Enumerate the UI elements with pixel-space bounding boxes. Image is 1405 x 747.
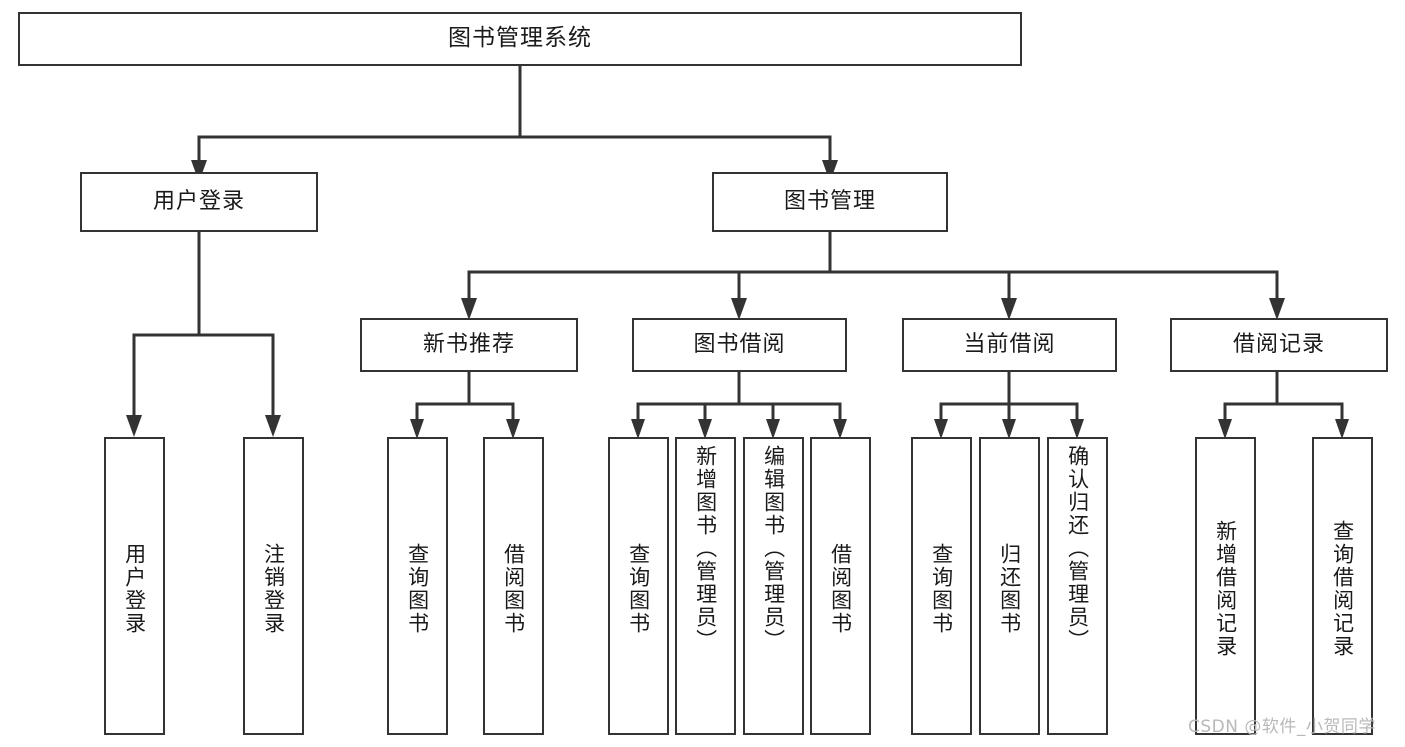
leaf-label: 查询图书 [405,543,430,635]
leaf-label: 用户登录 [122,543,147,635]
leaf-query-book-borrow[interactable]: 查询图书 [608,437,669,735]
leaf-add-borrow-record[interactable]: 新增借阅记录 [1195,437,1256,735]
leaf-edit-book-admin[interactable]: 编辑图书（管理员） [743,437,804,735]
arrow-to-borrow-record [1269,298,1285,320]
leaf-query-borrow-record[interactable]: 查询借阅记录 [1312,437,1373,735]
leaf-query-book-newbook[interactable]: 查询图书 [387,437,448,735]
node-label: 借阅记录 [1232,331,1325,357]
node-borrow-record[interactable]: 借阅记录 [1170,318,1388,372]
arrow-currentborrow-leaf-2 [1002,419,1016,439]
leaf-user-login[interactable]: 用户登录 [104,437,165,735]
arrow-borrowrecord-leaf-2 [1335,419,1349,439]
node-book-borrow[interactable]: 图书借阅 [632,318,847,372]
arrow-to-new-book [461,298,477,320]
arrow-bookborrow-leaf-3 [766,419,780,439]
arrow-to-leaf-logout [265,415,281,437]
leaf-confirm-return-admin[interactable]: 确认归还（管理员） [1047,437,1108,735]
leaf-label: 查询借阅记录 [1330,520,1355,658]
watermark-text: CSDN @软件_小贺同学 [1188,717,1376,737]
node-new-book-recommend[interactable]: 新书推荐 [360,318,578,372]
node-label: 图书借阅 [693,331,786,357]
leaf-label: 借阅图书 [828,543,853,635]
leaf-return-book[interactable]: 归还图书 [979,437,1040,735]
leaf-label: 编辑图书（管理员） [761,445,786,652]
leaf-logout[interactable]: 注销登录 [243,437,304,735]
leaf-label: 新增图书（管理员） [693,445,718,652]
leaf-borrow-book-newbook[interactable]: 借阅图书 [483,437,544,735]
arrow-bookborrow-leaf-1 [631,419,645,439]
node-label: 新书推荐 [422,331,515,357]
arrow-currentborrow-leaf-3 [1070,419,1084,439]
node-current-borrow[interactable]: 当前借阅 [902,318,1117,372]
node-root-system[interactable]: 图书管理系统 [18,12,1022,66]
arrow-to-book-borrow [731,298,747,320]
arrow-borrowrecord-leaf-1 [1218,419,1232,439]
leaf-label: 借阅图书 [501,543,526,635]
leaf-borrow-book[interactable]: 借阅图书 [810,437,871,735]
leaf-label: 确认归还（管理员） [1065,445,1090,652]
node-user-login[interactable]: 用户登录 [80,172,318,232]
node-label: 当前借阅 [963,331,1056,357]
leaf-label: 查询图书 [626,543,651,635]
node-book-management[interactable]: 图书管理 [712,172,948,232]
leaf-label: 注销登录 [261,543,286,635]
arrow-to-current-borrow [1001,298,1017,320]
arrow-to-leaf-user-login [126,415,142,437]
leaf-label: 归还图书 [997,543,1022,635]
arrow-newbook-leaf-2 [506,419,520,439]
leaf-label: 新增借阅记录 [1213,520,1238,658]
leaf-label: 查询图书 [929,543,954,635]
arrow-currentborrow-leaf-1 [934,419,948,439]
leaf-add-book-admin[interactable]: 新增图书（管理员） [675,437,736,735]
arrow-newbook-leaf-1 [410,419,424,439]
arrow-bookborrow-leaf-2 [698,419,712,439]
node-label: 图书管理系统 [448,25,592,52]
leaf-query-book-current[interactable]: 查询图书 [911,437,972,735]
node-label: 用户登录 [152,188,245,214]
arrow-bookborrow-leaf-4 [833,419,847,439]
node-label: 图书管理 [783,188,876,214]
